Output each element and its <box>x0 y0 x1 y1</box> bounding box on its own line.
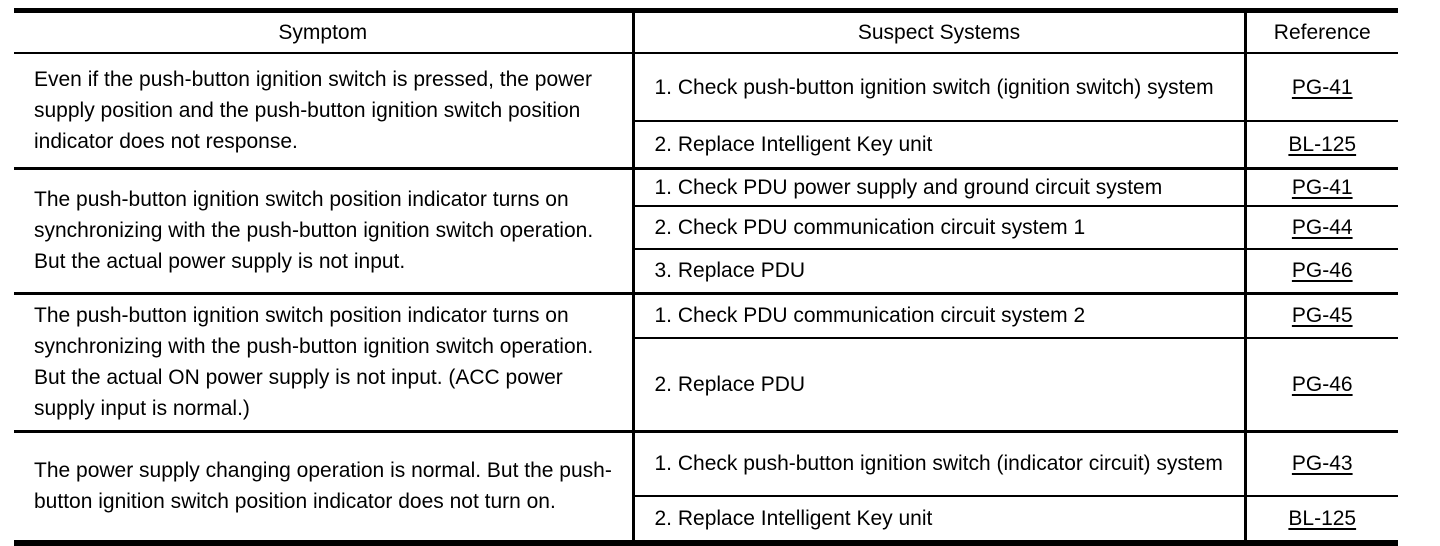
reference-cell: PG-44 <box>1243 206 1398 250</box>
header-row: Symptom Suspect Systems Reference <box>14 10 1398 54</box>
suspect-system-cell: 1. Check PDU power supply and ground cir… <box>631 168 1245 207</box>
reference-cell: PG-41 <box>1243 168 1398 207</box>
table-row: The power supply changing operation is n… <box>14 431 1398 545</box>
reference-cell: BL-125 <box>1243 121 1398 170</box>
column-header-suspect-systems: Suspect Systems <box>631 10 1245 54</box>
reference-cell: BL-125 <box>1243 496 1398 545</box>
suspect-system-cell: 2. Check PDU communication circuit syste… <box>631 206 1245 250</box>
suspect-system-cell: 2. Replace Intelligent Key unit <box>631 496 1245 545</box>
reference-link[interactable]: PG-46 <box>1291 259 1353 283</box>
reference-cell: PG-41 <box>1243 53 1398 122</box>
table-row: 2. Replace Intelligent Key unit BL-125 <box>14 496 1398 545</box>
table-row: The push-button ignition switch position… <box>14 168 1398 295</box>
symptom-cell: The push-button ignition switch position… <box>14 293 633 433</box>
symptom-cell: Even if the push-button ignition switch … <box>14 53 633 170</box>
suspect-system-cell: 1. Check push-button ignition switch (ig… <box>631 53 1245 122</box>
suspect-system-cell: 3. Replace PDU <box>631 249 1245 295</box>
table-row: The push-button ignition switch position… <box>14 293 1398 433</box>
reference-link[interactable]: PG-45 <box>1291 304 1353 328</box>
reference-cell: PG-46 <box>1243 249 1398 295</box>
reference-cell: PG-43 <box>1243 431 1398 497</box>
column-header-reference: Reference <box>1243 10 1398 54</box>
suspect-system-cell: 1. Check push-button ignition switch (in… <box>631 431 1245 497</box>
symptom-cell: The push-button ignition switch position… <box>14 168 633 295</box>
reference-link[interactable]: BL-125 <box>1288 132 1357 156</box>
reference-link[interactable]: PG-46 <box>1291 372 1353 396</box>
reference-link[interactable]: PG-41 <box>1291 75 1353 99</box>
reference-link[interactable]: BL-125 <box>1288 507 1357 530</box>
reference-link[interactable]: PG-43 <box>1291 452 1353 476</box>
table-row: 2. Check PDU communication circuit syste… <box>14 206 1398 250</box>
table-row: 2. Replace Intelligent Key unit BL-125 <box>14 121 1398 170</box>
suspect-system-cell: 2. Replace Intelligent Key unit <box>631 121 1245 170</box>
suspect-system-cell: 1. Check PDU communication circuit syste… <box>631 293 1245 339</box>
diagnosis-table: Symptom Suspect Systems Reference Even i… <box>14 8 1398 546</box>
table-row: 3. Replace PDU PG-46 <box>14 249 1398 295</box>
reference-link[interactable]: PG-41 <box>1291 175 1353 199</box>
column-header-symptom: Symptom <box>14 10 633 54</box>
reference-cell: PG-46 <box>1243 338 1398 433</box>
symptom-cell: The power supply changing operation is n… <box>14 431 633 545</box>
reference-link[interactable]: PG-44 <box>1291 216 1353 239</box>
suspect-system-cell: 2. Replace PDU <box>631 338 1245 433</box>
table-row: Even if the push-button ignition switch … <box>14 53 1398 170</box>
reference-cell: PG-45 <box>1243 293 1398 339</box>
table-row: 2. Replace PDU PG-46 <box>14 338 1398 433</box>
